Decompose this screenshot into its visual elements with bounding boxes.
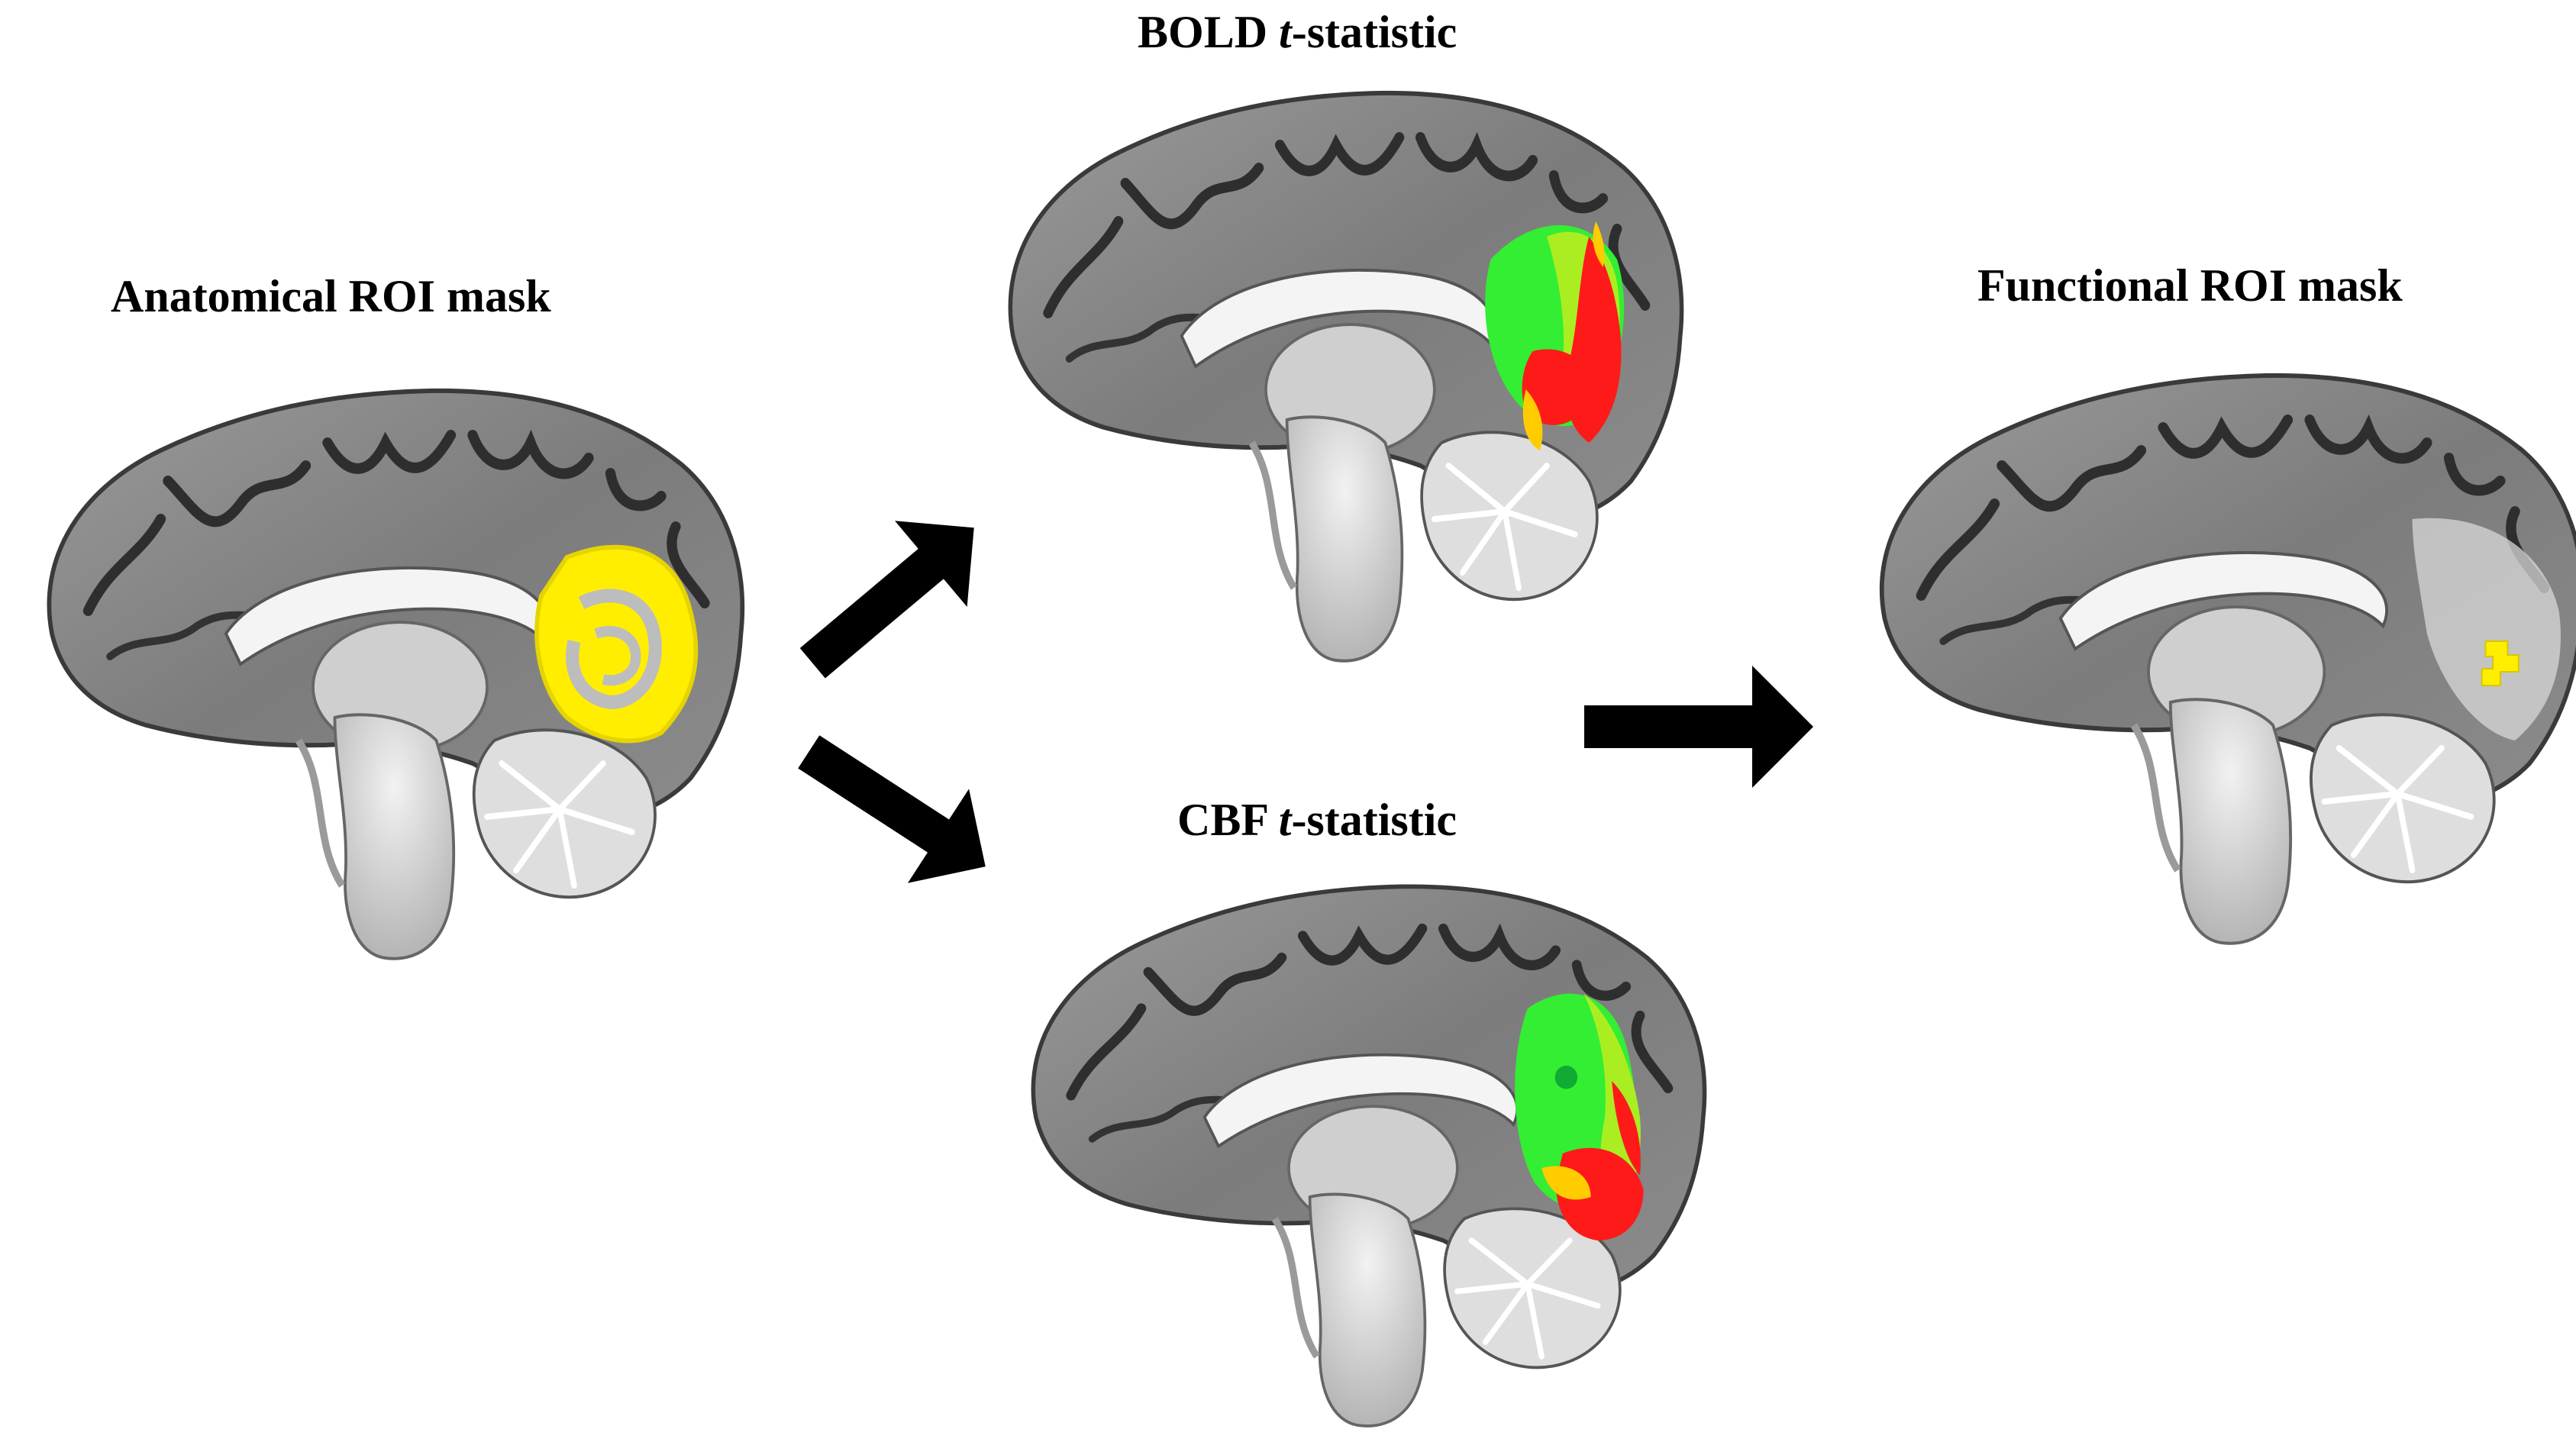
- arrow-to-bold: [776, 484, 1011, 707]
- bold-title-suffix: -statistic: [1291, 7, 1457, 57]
- bold-title-prefix: BOLD: [1138, 7, 1280, 57]
- bold-tstat-title: BOLD t-statistic: [1138, 9, 1457, 55]
- arrow-to-functional: [1584, 666, 1813, 788]
- cbf-tstat-overlay: [1515, 993, 1644, 1240]
- functional-roi-overlay: [2481, 640, 2520, 686]
- functional-brain-image: [1882, 376, 2576, 944]
- anatomical-brain-image: [49, 391, 742, 959]
- bold-brain-image: [1010, 93, 1681, 661]
- arrow-to-cbf: [778, 705, 1016, 914]
- cbf-brain-image: [1033, 886, 1704, 1426]
- anatomical-roi-overlay: [534, 544, 699, 744]
- cbf-title-suffix: -statistic: [1291, 795, 1457, 845]
- bold-tstat-overlay: [1485, 221, 1625, 450]
- cbf-tstat-title: CBF t-statistic: [1177, 797, 1457, 843]
- functional-roi-title: Functional ROI mask: [1977, 260, 2403, 311]
- cbf-title-italic: t: [1278, 795, 1292, 845]
- anatomical-roi-title: Anatomical ROI mask: [111, 271, 551, 321]
- cbf-title-prefix: CBF: [1177, 795, 1279, 845]
- bold-title-italic: t: [1279, 7, 1292, 57]
